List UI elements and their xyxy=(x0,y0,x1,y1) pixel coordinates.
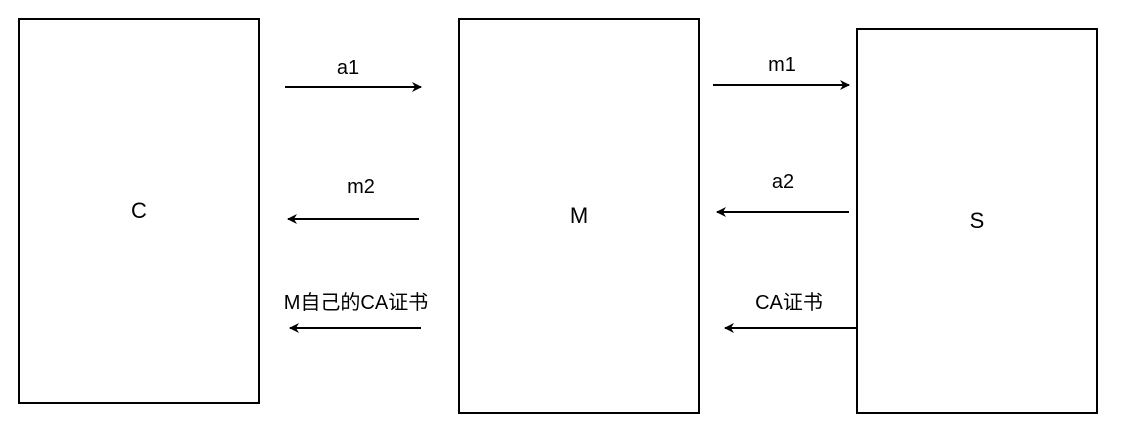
edge-label-m-ca: M自己的CA证书 xyxy=(283,292,429,314)
node-m: M xyxy=(458,18,700,414)
edge-label-ca: CA证书 xyxy=(755,292,823,314)
node-c: C xyxy=(18,18,260,404)
edge-label-m2: m2 xyxy=(347,176,375,198)
edge-label-a1: a1 xyxy=(336,57,360,79)
edge-label-a2: a2 xyxy=(771,171,795,193)
node-s-label: S xyxy=(969,208,985,233)
node-c-label: C xyxy=(131,198,147,223)
node-s: S xyxy=(856,28,1098,414)
node-m-label: M xyxy=(569,203,589,228)
edge-label-m1: m1 xyxy=(768,54,796,76)
